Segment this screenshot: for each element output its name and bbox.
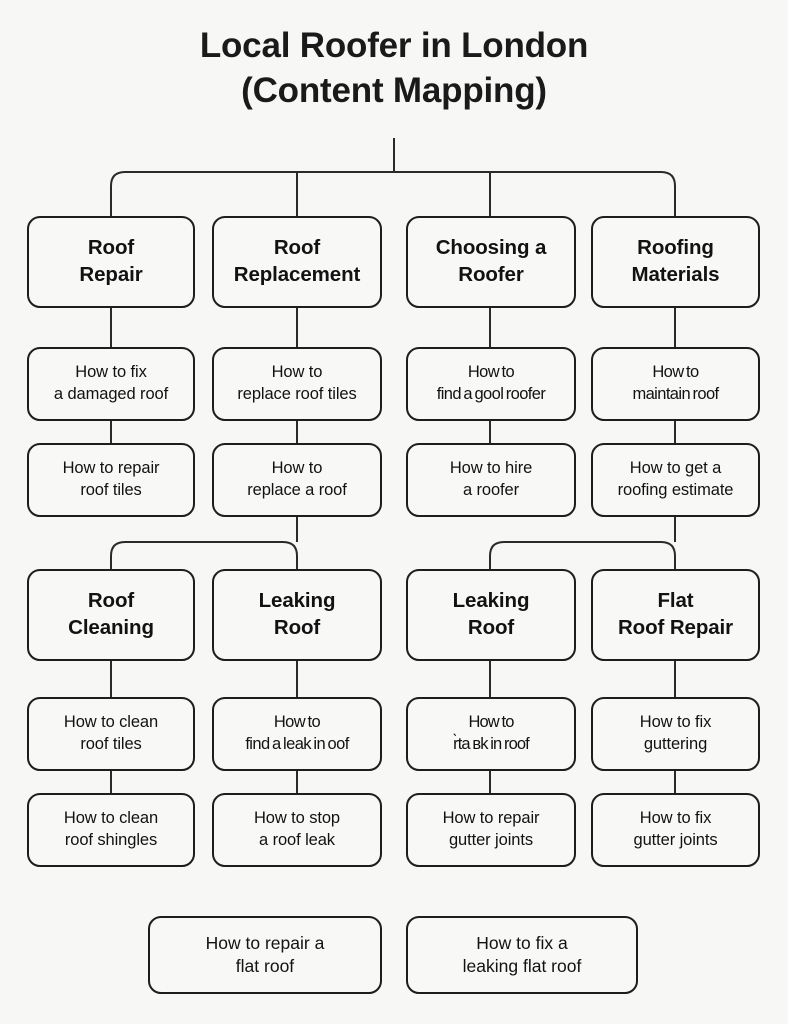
node-leaf-how-to-maintain-roof[interactable]: How to maintain roof (591, 347, 760, 421)
connector-cluster2-bus-right (489, 541, 676, 569)
node-leaf-how-to-fix-a-damaged-roof[interactable]: How to fix a damaged roof (27, 347, 195, 421)
connector-cluster1-bus (110, 171, 676, 216)
page-title-line-2: (Content Mapping) (241, 70, 547, 110)
node-header-flat-roof-repair[interactable]: Flat Roof Repair (591, 569, 760, 661)
node-header-choosing-a-roofer[interactable]: Choosing a Roofer (406, 216, 576, 308)
node-leaf-how-to-find-a-leak-in-oof[interactable]: How to find a leak in oof (212, 697, 382, 771)
node-leaf-how-to-fix-gutter-joints[interactable]: How to fix gutter joints (591, 793, 760, 867)
node-leaf-how-to-repair-roof-tiles[interactable]: How to repair roof tiles (27, 443, 195, 517)
node-header-roof-cleaning[interactable]: Roof Cleaning (27, 569, 195, 661)
node-leaf-how-to-clean-roof-tiles[interactable]: How to clean roof tiles (27, 697, 195, 771)
node-leaf-how-to-fix-guttering[interactable]: How to fix guttering (591, 697, 760, 771)
node-header-leaking-roof-b[interactable]: Leaking Roof (406, 569, 576, 661)
node-leaf-how-to-fix-a-leaking-flat-roof[interactable]: How to fix a leaking flat roof (406, 916, 638, 994)
node-header-leaking-roof-a[interactable]: Leaking Roof (212, 569, 382, 661)
node-leaf-how-to-find-a-gool-roofer[interactable]: How to find a gool roofer (406, 347, 576, 421)
node-leaf-how-to-repair-gutter-joints[interactable]: How to repair gutter joints (406, 793, 576, 867)
node-header-roofing-materials[interactable]: Roofing Materials (591, 216, 760, 308)
node-leaf-how-to-get-a-roofing-estimate[interactable]: How to get a roofing estimate (591, 443, 760, 517)
node-leaf-how-to-find-a-leak-in-roof-garbled[interactable]: How to r̀ta ʙk in roof (406, 697, 576, 771)
page-title: Local Roofer in London (Content Mapping) (0, 24, 788, 114)
page-title-line-1: Local Roofer in London (199, 26, 589, 65)
node-leaf-how-to-replace-roof-tiles[interactable]: How to replace roof tiles (212, 347, 382, 421)
connector-cluster2-bus-left (110, 541, 298, 569)
node-leaf-how-to-clean-roof-shingles[interactable]: How to clean roof shingles (27, 793, 195, 867)
node-header-roof-repair[interactable]: Roof Repair (27, 216, 195, 308)
node-leaf-how-to-hire-a-roofer[interactable]: How to hire a roofer (406, 443, 576, 517)
node-leaf-how-to-replace-a-roof[interactable]: How to replace a roof (212, 443, 382, 517)
node-leaf-how-to-repair-a-flat-roof[interactable]: How to repair a flat roof (148, 916, 382, 994)
node-header-roof-replacement[interactable]: Roof Replacement (212, 216, 382, 308)
node-leaf-how-to-stop-a-roof-leak[interactable]: How to stop a roof leak (212, 793, 382, 867)
